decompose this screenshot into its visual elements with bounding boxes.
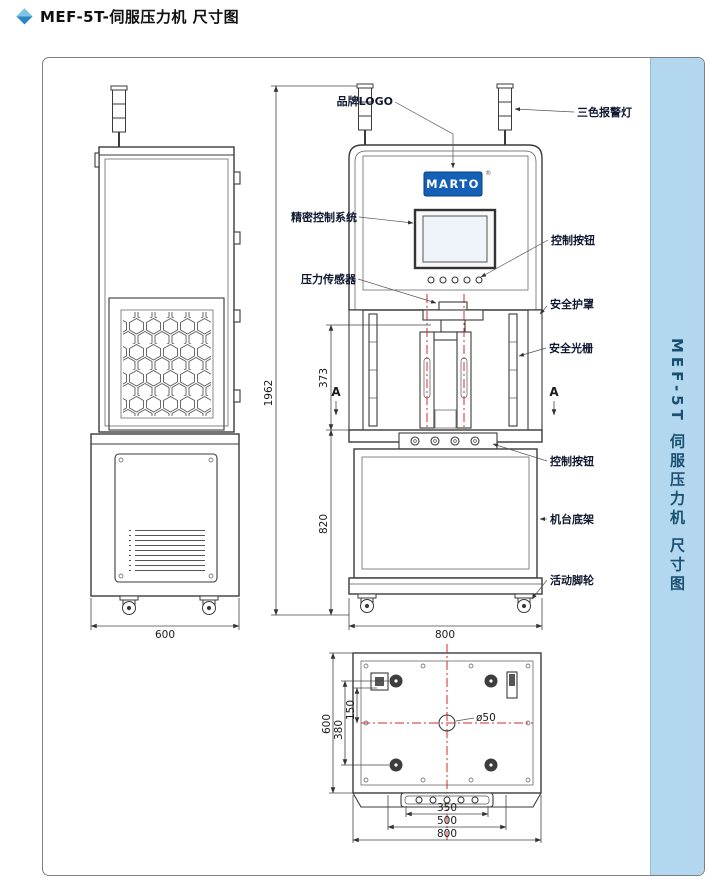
caster-icon [119, 595, 139, 615]
dim-top-width: 800 [437, 828, 457, 840]
slot-vent-panel [129, 530, 205, 574]
label-brand-logo: 品牌LOGO [337, 94, 393, 108]
dim-table-height: 820 [318, 514, 330, 534]
side-connector-block [509, 674, 515, 686]
alarm-beacon-icon [496, 83, 514, 146]
section-mark-a-right: A [549, 385, 559, 399]
light-curtain [368, 313, 518, 427]
sidebar-tab: MEF-5T 伺服压力机 尺寸图 [650, 58, 704, 875]
technical-drawing: 600 MARTO ® [90, 83, 632, 843]
section-mark-a-left: A [331, 385, 341, 399]
title-diamond-icon [16, 8, 33, 25]
drawing-board: 600 MARTO ® [42, 57, 705, 876]
alarm-beacon-icon [356, 83, 374, 146]
top-control-strip [400, 792, 494, 808]
dim-overall-height: 1962 [263, 380, 275, 407]
page-title: MEF-5T-伺服压力机 尺寸图 [40, 8, 240, 26]
side-view: 600 [90, 85, 241, 641]
registered-mark: ® [485, 169, 492, 177]
callout-labels: 品牌LOGO 三色报警灯 精密控制系统 控制按钮 压力传感器 安全护罩 安全光栅… [291, 94, 632, 600]
front-view: MARTO ® [348, 83, 543, 613]
label-caster: 活动脚轮 [550, 573, 594, 587]
label-safety-curtain: 安全光栅 [549, 341, 593, 355]
dim-top-depth: 600 [321, 714, 333, 734]
dim-top-380: 380 [333, 720, 345, 740]
label-machine-base: 机台底架 [550, 512, 594, 526]
control-screen-display [422, 215, 488, 263]
dim-hole-diameter: ø50 [476, 712, 496, 724]
caster-icon [199, 595, 219, 615]
small-holes [363, 663, 531, 783]
caster-icon [514, 593, 534, 613]
mounting-holes [389, 674, 498, 772]
dim-top-350: 350 [437, 802, 457, 814]
page-header: MEF-5T-伺服压力机 尺寸图 [16, 6, 239, 27]
panel-buttons [410, 436, 480, 446]
label-pressure-sensor: 压力传感器 [301, 272, 357, 286]
dim-front-width: 800 [435, 629, 455, 641]
pressure-sensor-block [438, 301, 468, 311]
brand-logo-plate [423, 171, 483, 197]
alarm-beacon-icon [110, 85, 128, 148]
strip-buttons [415, 796, 479, 804]
top-view: ø50 600 380 [321, 644, 542, 843]
label-safety-cover: 安全护罩 [550, 297, 594, 311]
label-alarm-light: 三色报警灯 [577, 105, 632, 119]
front-dimensions: 1962 373 820 800 A A [263, 85, 559, 641]
label-control-button-top: 控制按钮 [551, 233, 595, 247]
caster-icon [357, 593, 377, 613]
dim-side-depth: 600 [155, 629, 175, 641]
label-control-button-bottom: 控制按钮 [550, 454, 594, 468]
center-hole [438, 714, 456, 732]
sidebar-vertical-title: MEF-5T 伺服压力机 尺寸图 [668, 338, 686, 595]
label-control-system: 精密控制系统 [291, 210, 357, 224]
dim-top-150: 150 [345, 700, 357, 720]
dim-top-500: 500 [437, 815, 457, 827]
corner-block [375, 677, 384, 686]
brand-logo-text: MARTO [426, 177, 480, 191]
hex-vent-panel [123, 312, 211, 416]
dim-stroke-zone: 373 [318, 368, 330, 388]
screen-buttons [427, 276, 483, 284]
